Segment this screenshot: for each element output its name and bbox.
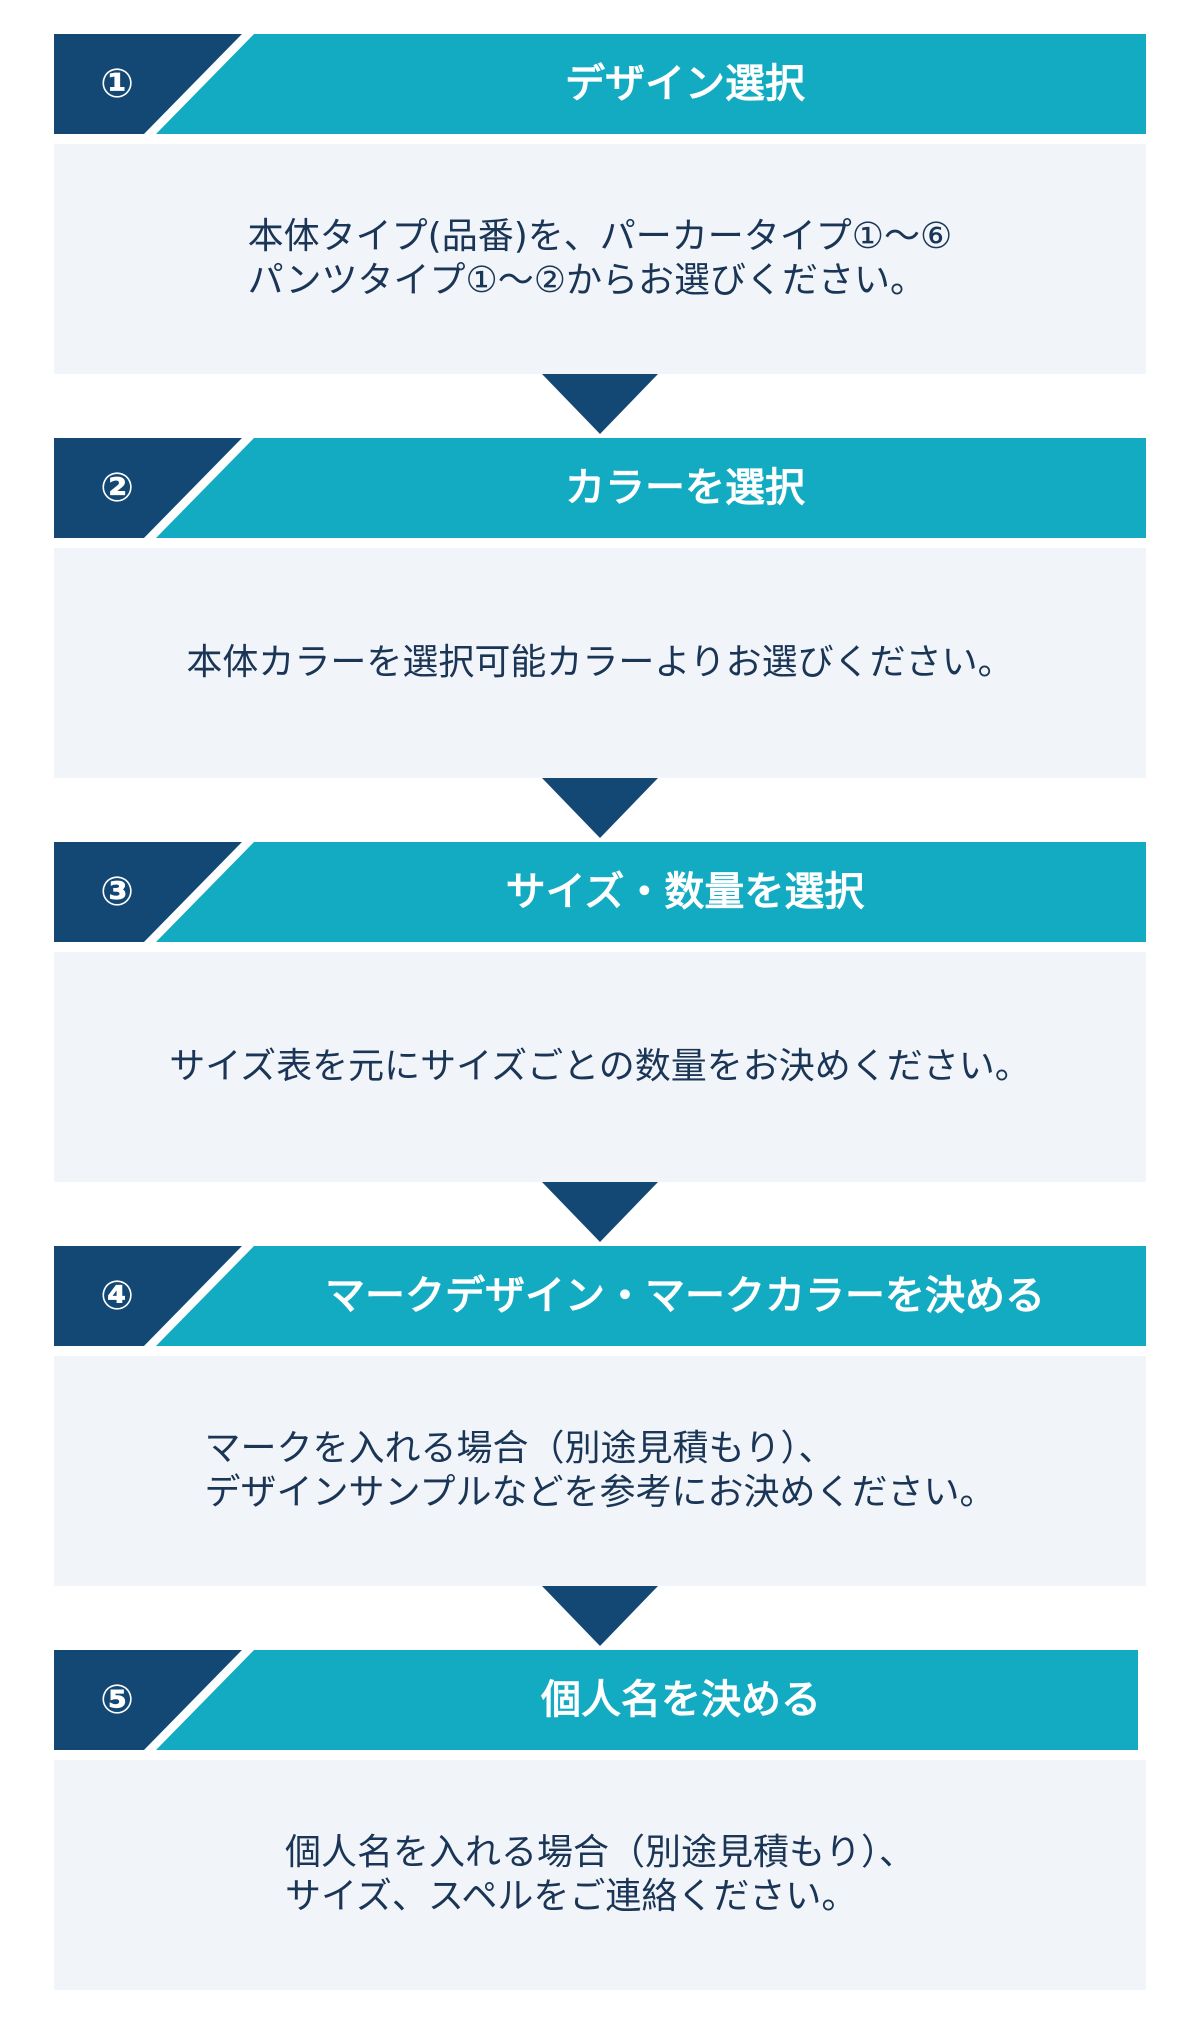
step-4-description: マークを入れる場合（別途見積もり）、 デザインサンプルなどを参考にお決めください… (205, 1427, 996, 1515)
step-3-to-4-arrow-icon (542, 1182, 658, 1242)
step-1-description-line-1: 本体タイプ(品番)を、パーカータイプ①〜⑥ (247, 216, 953, 257)
step-1-header: ① デザイン選択 (54, 34, 1146, 134)
step-3-header: ③ サイズ・数量を選択 (54, 842, 1146, 942)
step-2-description: 本体カラーを選択可能カラーよりお選びください。 (186, 641, 1013, 685)
step-3-number: ③ (100, 869, 134, 915)
step-2-title: カラーを選択 (565, 465, 805, 511)
step-1-title: デザイン選択 (565, 61, 805, 107)
step-3-body: サイズ表を元にサイズごとの数量をお決めください。 (54, 952, 1146, 1182)
step-5-number: ⑤ (100, 1677, 134, 1723)
step-2-header: ② カラーを選択 (54, 438, 1146, 538)
step-2-description-line-1: 本体カラーを選択可能カラーよりお選びください。 (186, 642, 1014, 683)
step-5-title: 個人名を決める (541, 1677, 821, 1723)
step-4-to-5-arrow-icon (542, 1586, 658, 1646)
step-5: ⑤ 個人名を決める 個人名を入れる場合（別途見積もり）、 サイズ、スペルをご連絡… (54, 1650, 1146, 1990)
step-5-description: 個人名を入れる場合（別途見積もり）、 サイズ、スペルをご連絡ください。 (285, 1831, 915, 1919)
step-2-body: 本体カラーを選択可能カラーよりお選びください。 (54, 548, 1146, 778)
step-2: ② カラーを選択 本体カラーを選択可能カラーよりお選びください。 (54, 438, 1146, 778)
step-1-body: 本体タイプ(品番)を、パーカータイプ①〜⑥ パンツタイプ①〜②からお選びください… (54, 144, 1146, 374)
step-5-body: 個人名を入れる場合（別途見積もり）、 サイズ、スペルをご連絡ください。 (54, 1760, 1146, 1990)
step-1: ① デザイン選択 本体タイプ(品番)を、パーカータイプ①〜⑥ パンツタイプ①〜②… (54, 34, 1146, 374)
step-1-to-2-arrow-icon (542, 374, 658, 434)
step-4-title: マークデザイン・マークカラーを決める (325, 1273, 1045, 1319)
step-1-description-line-2: パンツタイプ①〜②からお選びください。 (247, 260, 927, 301)
step-4-description-line-2: デザインサンプルなどを参考にお決めください。 (204, 1472, 996, 1513)
step-1-number: ① (100, 61, 134, 107)
step-5-description-line-1: 個人名を入れる場合（別途見積もり）、 (284, 1832, 915, 1873)
step-4-number: ④ (100, 1273, 134, 1319)
step-4-header: ④ マークデザイン・マークカラーを決める (54, 1246, 1146, 1346)
step-1-description: 本体タイプ(品番)を、パーカータイプ①〜⑥ パンツタイプ①〜②からお選びください… (248, 215, 953, 303)
step-3: ③ サイズ・数量を選択 サイズ表を元にサイズごとの数量をお決めください。 (54, 842, 1146, 1182)
step-2-to-3-arrow-icon (542, 778, 658, 838)
step-5-description-line-2: サイズ、スペルをご連絡ください。 (284, 1876, 858, 1917)
step-2-number: ② (100, 465, 134, 511)
step-4-body: マークを入れる場合（別途見積もり）、 デザインサンプルなどを参考にお決めください… (54, 1356, 1146, 1586)
step-3-description: サイズ表を元にサイズごとの数量をお決めください。 (169, 1045, 1030, 1089)
step-5-header: ⑤ 個人名を決める (54, 1650, 1138, 1750)
step-4-description-line-1: マークを入れる場合（別途見積もり）、 (204, 1428, 835, 1469)
step-4: ④ マークデザイン・マークカラーを決める マークを入れる場合（別途見積もり）、 … (54, 1246, 1146, 1586)
step-3-description-line-1: サイズ表を元にサイズごとの数量をお決めください。 (169, 1046, 1031, 1087)
step-3-title: サイズ・数量を選択 (505, 869, 865, 915)
